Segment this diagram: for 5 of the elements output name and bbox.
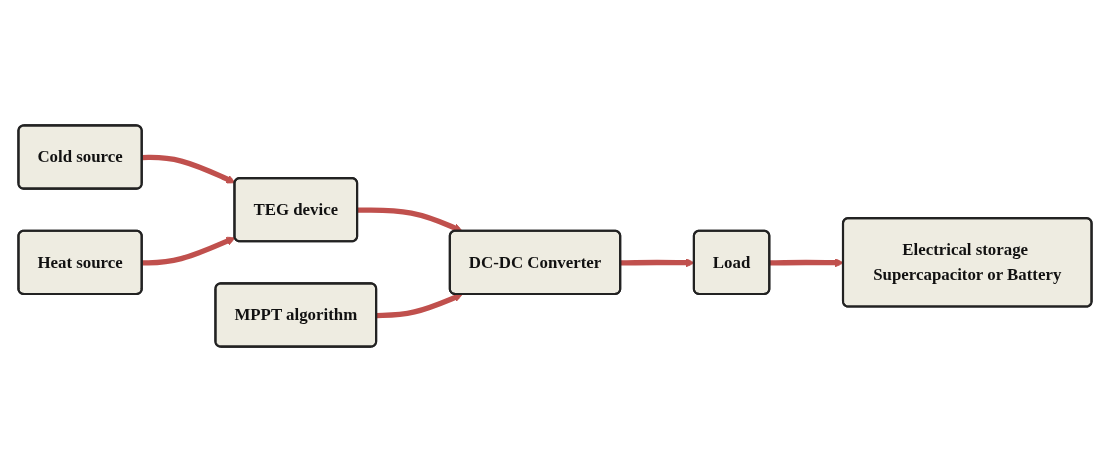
- arrow: [142, 237, 236, 266]
- arrow: [142, 155, 236, 184]
- arrow: [357, 207, 463, 233]
- arrow: [769, 258, 844, 268]
- arrow: [376, 293, 463, 319]
